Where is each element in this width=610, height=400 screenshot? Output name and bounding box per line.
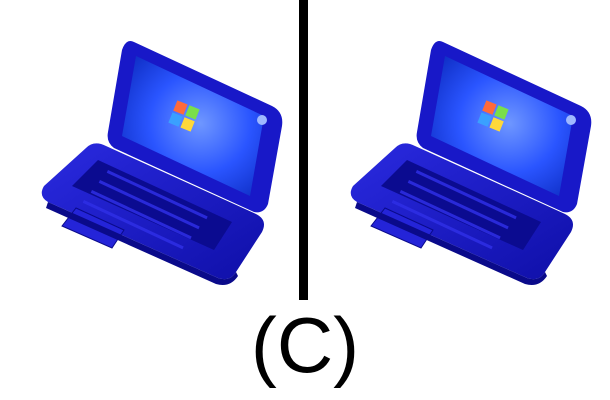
laptop-windows-icon (41, 41, 283, 285)
laptop-windows-icon (350, 41, 592, 285)
panel-caption: (C) (250, 301, 360, 389)
laptop-left-image (36, 36, 286, 288)
laptop-right-image (345, 36, 595, 288)
vertical-divider (299, 0, 308, 300)
